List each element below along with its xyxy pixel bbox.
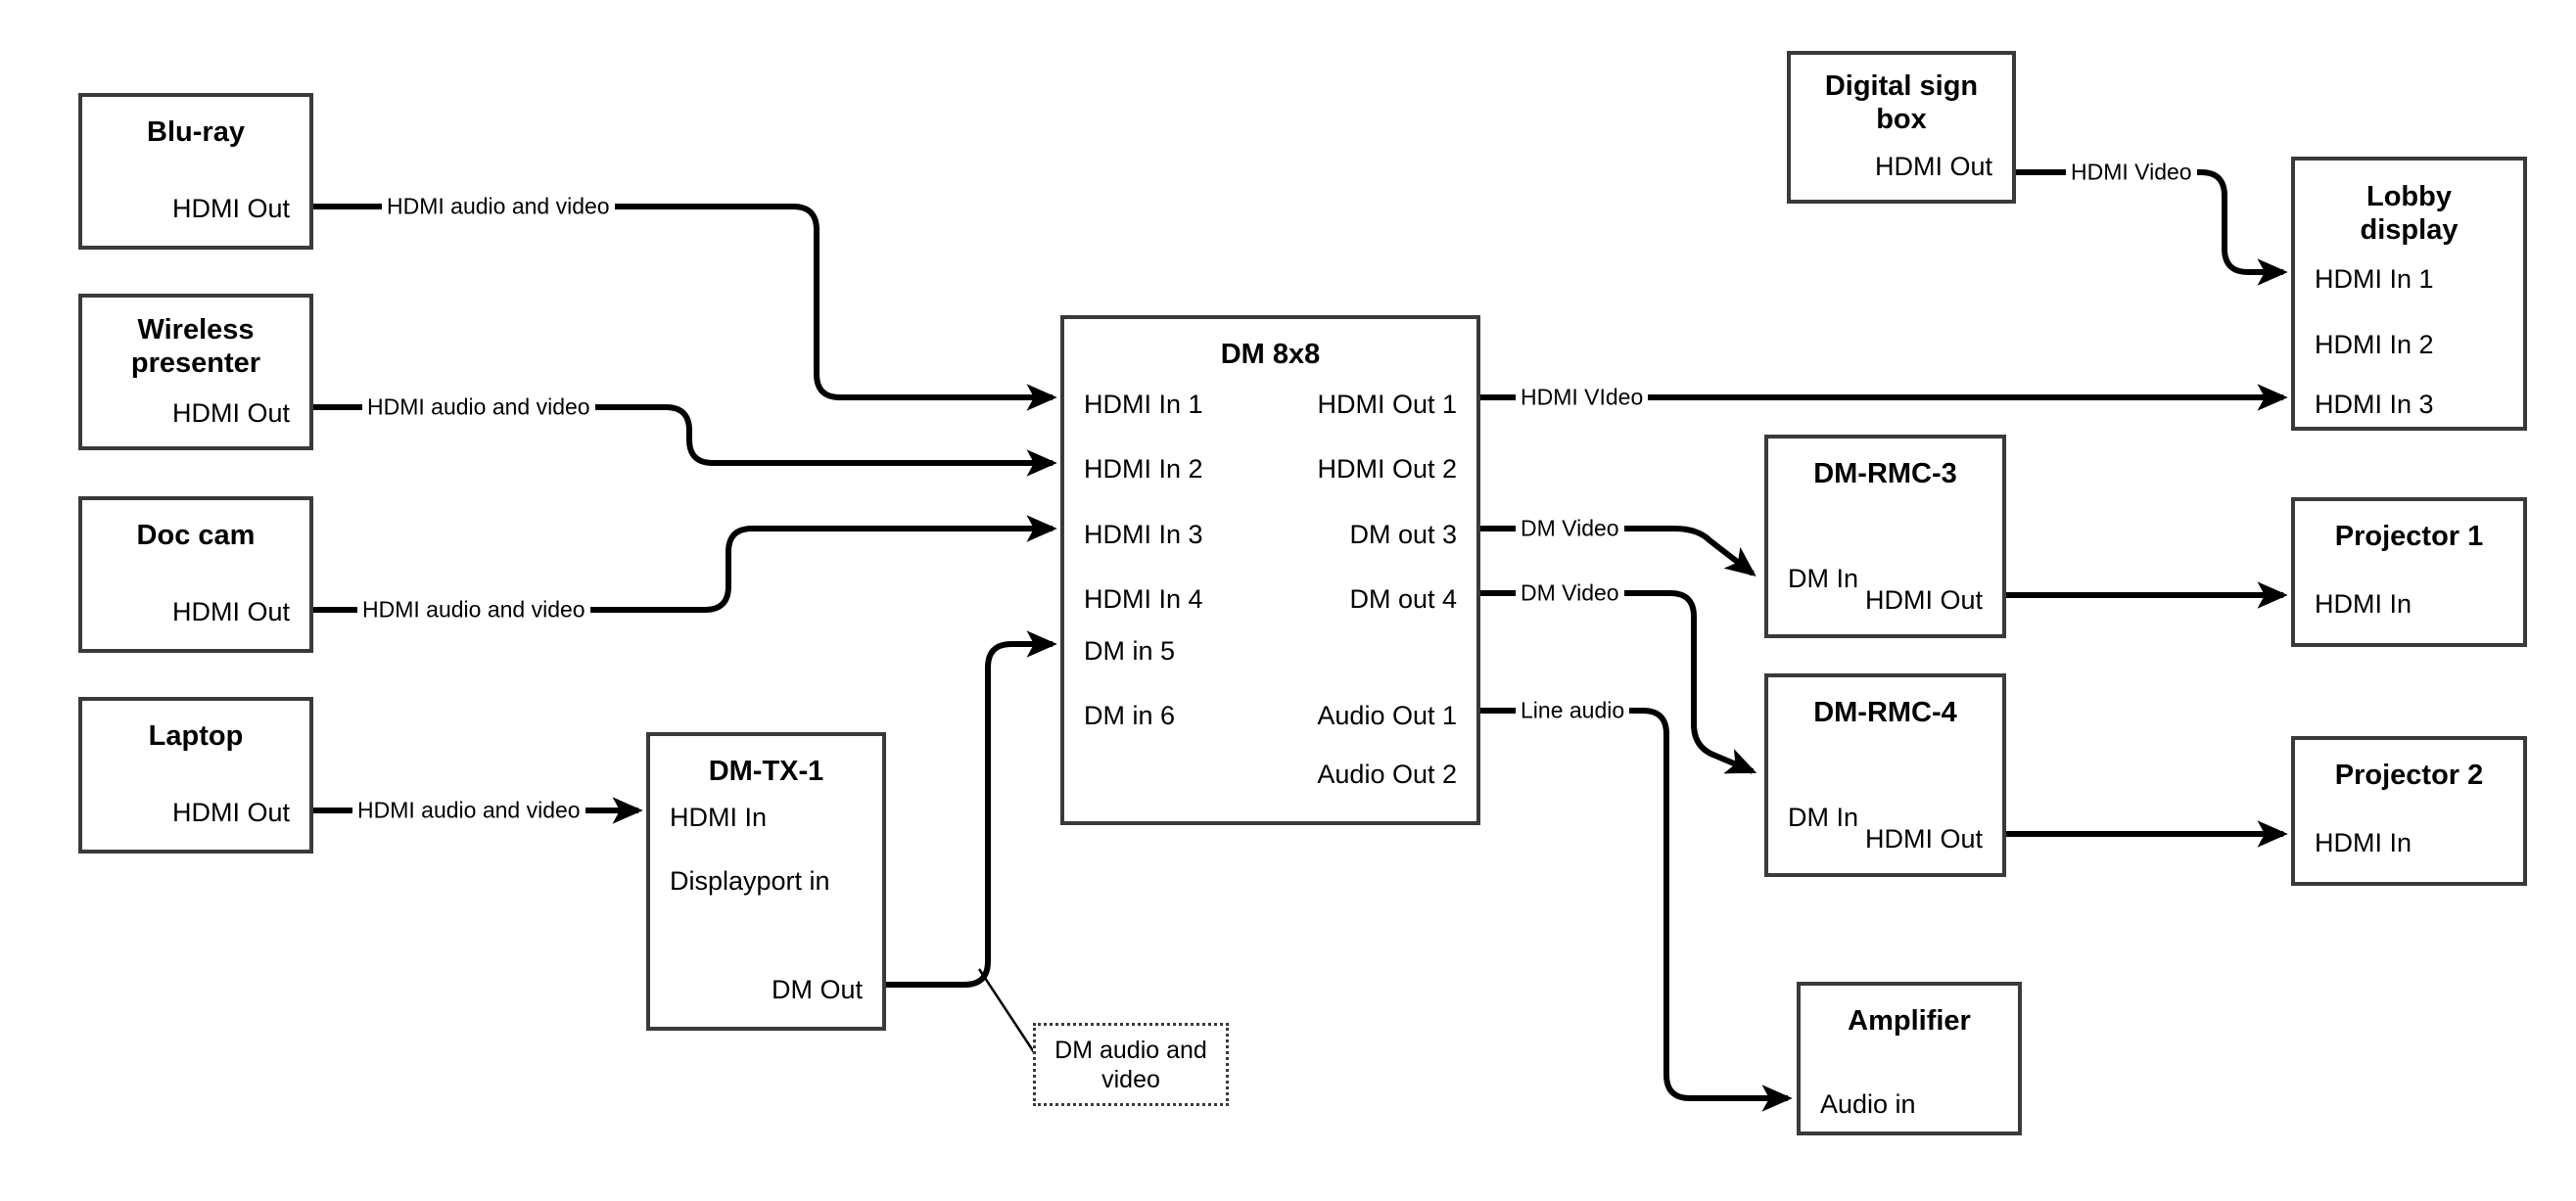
node-title-dm-tx-1: DM-TX-1 (708, 756, 824, 787)
node-projector-1[interactable]: Projector 1 HDMI In (2291, 497, 2527, 647)
node-laptop[interactable]: Laptop HDMI Out (78, 697, 313, 854)
port-doc-cam-hdmi-out[interactable]: HDMI Out (171, 597, 290, 626)
node-title-doc-cam: Doc cam (136, 520, 256, 551)
node-title-projector-1: Projector 1 (2334, 521, 2484, 552)
port-dm-8x8-hdmi-out-1[interactable]: HDMI Out 1 (1317, 390, 1457, 419)
node-title-digital-sign-box-line2: box (1876, 104, 1927, 135)
port-dm-8x8-dm-in-5[interactable]: DM in 5 (1084, 636, 1176, 666)
wire-dmout4-to-rmc4 (1480, 590, 1757, 774)
port-dm-8x8-hdmi-in-1[interactable]: HDMI In 1 (1084, 390, 1203, 419)
node-digital-sign-box[interactable]: Digital sign box HDMI Out (1787, 51, 2016, 204)
port-projector-2-hdmi-in[interactable]: HDMI In (2315, 828, 2412, 857)
wire-label-bluray-to-dm8x8: HDMI audio and video (382, 195, 615, 218)
port-dm-tx-1-dm-out[interactable]: DM Out (771, 975, 863, 1004)
port-projector-1-hdmi-in[interactable]: HDMI In (2315, 589, 2412, 619)
port-dm-rmc-3-hdmi-out[interactable]: HDMI Out (1864, 585, 1983, 615)
node-title-digital-sign-box-line1: Digital sign (1824, 70, 1979, 102)
wire-label-sign-to-lobby: HDMI Video (2066, 161, 2197, 184)
callout-leader-line (977, 968, 1038, 1056)
wire-label-dmout3-to-rmc3: DM Video (1516, 517, 1624, 540)
port-blu-ray-hdmi-out[interactable]: HDMI Out (171, 194, 290, 223)
wire-label-audioout1-to-amplifier: Line audio (1516, 699, 1630, 722)
port-dm-8x8-audio-out-1[interactable]: Audio Out 1 (1317, 701, 1457, 730)
node-projector-2[interactable]: Projector 2 HDMI In (2291, 736, 2527, 886)
node-amplifier[interactable]: Amplifier Audio in (1797, 982, 2022, 1135)
port-dm-8x8-dm-out-4[interactable]: DM out 4 (1349, 584, 1457, 614)
port-amplifier-audio-in[interactable]: Audio in (1820, 1089, 1916, 1119)
port-laptop-hdmi-out[interactable]: HDMI Out (171, 798, 290, 827)
node-wireless-presenter[interactable]: Wireless presenter HDMI Out (78, 294, 313, 450)
port-dm-8x8-dm-in-6[interactable]: DM in 6 (1084, 701, 1176, 730)
node-title-dm-rmc-3: DM-RMC-3 (1813, 458, 1957, 489)
node-dm-tx-1[interactable]: DM-TX-1 HDMI In Displayport in DM Out (646, 732, 886, 1031)
port-dm-tx-1-displayport-in[interactable]: Displayport in (670, 866, 830, 896)
node-blu-ray[interactable]: Blu-ray HDMI Out (78, 93, 313, 250)
node-lobby-display[interactable]: Lobby display HDMI In 1 HDMI In 2 HDMI I… (2291, 157, 2527, 431)
node-title-blu-ray: Blu-ray (147, 116, 245, 148)
node-title-dm-8x8: DM 8x8 (1220, 339, 1321, 370)
node-title-wireless-presenter-line1: Wireless (137, 314, 255, 346)
node-doc-cam[interactable]: Doc cam HDMI Out (78, 496, 313, 653)
wire-label-wireless-to-dm8x8: HDMI audio and video (362, 395, 595, 419)
port-lobby-display-hdmi-in-1[interactable]: HDMI In 1 (2315, 264, 2434, 294)
port-dm-8x8-hdmi-in-4[interactable]: HDMI In 4 (1084, 584, 1203, 614)
node-title-lobby-display-line2: display (2360, 214, 2459, 246)
node-title-amplifier: Amplifier (1848, 1005, 1971, 1037)
callout-dm-audio-and-video: DM audio and video (1033, 1023, 1229, 1106)
wire-dmtx1-to-dm8x8 (886, 630, 1057, 988)
port-digital-sign-box-hdmi-out[interactable]: HDMI Out (1874, 152, 1992, 181)
port-dm-8x8-hdmi-in-2[interactable]: HDMI In 2 (1084, 454, 1203, 484)
port-lobby-display-hdmi-in-3[interactable]: HDMI In 3 (2315, 390, 2434, 419)
node-dm-8x8[interactable]: DM 8x8 HDMI In 1 HDMI In 2 HDMI In 3 HDM… (1060, 315, 1480, 825)
node-title-projector-2: Projector 2 (2334, 760, 2484, 791)
wire-sign-to-lobby (2016, 169, 2288, 286)
wire-audioout1-to-amplifier (1480, 708, 1793, 1112)
port-dm-tx-1-hdmi-in[interactable]: HDMI In (670, 803, 768, 832)
wire-label-hdmiout1-to-lobby: HDMI VIdeo (1516, 386, 1649, 409)
port-dm-rmc-4-hdmi-out[interactable]: HDMI Out (1864, 824, 1983, 854)
port-dm-8x8-audio-out-2[interactable]: Audio Out 2 (1317, 760, 1457, 789)
wire-label-dmout4-to-rmc4: DM Video (1516, 581, 1624, 605)
node-title-wireless-presenter-line2: presenter (130, 347, 261, 379)
node-dm-rmc-3[interactable]: DM-RMC-3 DM In HDMI Out (1764, 435, 2006, 638)
port-dm-8x8-hdmi-in-3[interactable]: HDMI In 3 (1084, 520, 1203, 549)
node-dm-rmc-4[interactable]: DM-RMC-4 DM In HDMI Out (1764, 673, 2006, 877)
port-dm-8x8-hdmi-out-2[interactable]: HDMI Out 2 (1317, 454, 1457, 484)
wire-label-doccam-to-dm8x8: HDMI audio and video (357, 598, 590, 622)
port-wireless-presenter-hdmi-out[interactable]: HDMI Out (171, 398, 290, 428)
port-dm-rmc-4-dm-in[interactable]: DM In (1788, 803, 1859, 832)
node-title-laptop: Laptop (148, 720, 244, 752)
wire-label-laptop-to-dmtx1: HDMI audio and video (352, 799, 585, 822)
node-title-dm-rmc-4: DM-RMC-4 (1813, 697, 1957, 728)
node-title-lobby-display-line1: Lobby (2366, 181, 2452, 212)
port-lobby-display-hdmi-in-2[interactable]: HDMI In 2 (2315, 330, 2434, 359)
wire-bluray-to-dm8x8 (313, 204, 1057, 411)
port-dm-8x8-dm-out-3[interactable]: DM out 3 (1349, 520, 1457, 549)
port-dm-rmc-3-dm-in[interactable]: DM In (1788, 564, 1859, 593)
